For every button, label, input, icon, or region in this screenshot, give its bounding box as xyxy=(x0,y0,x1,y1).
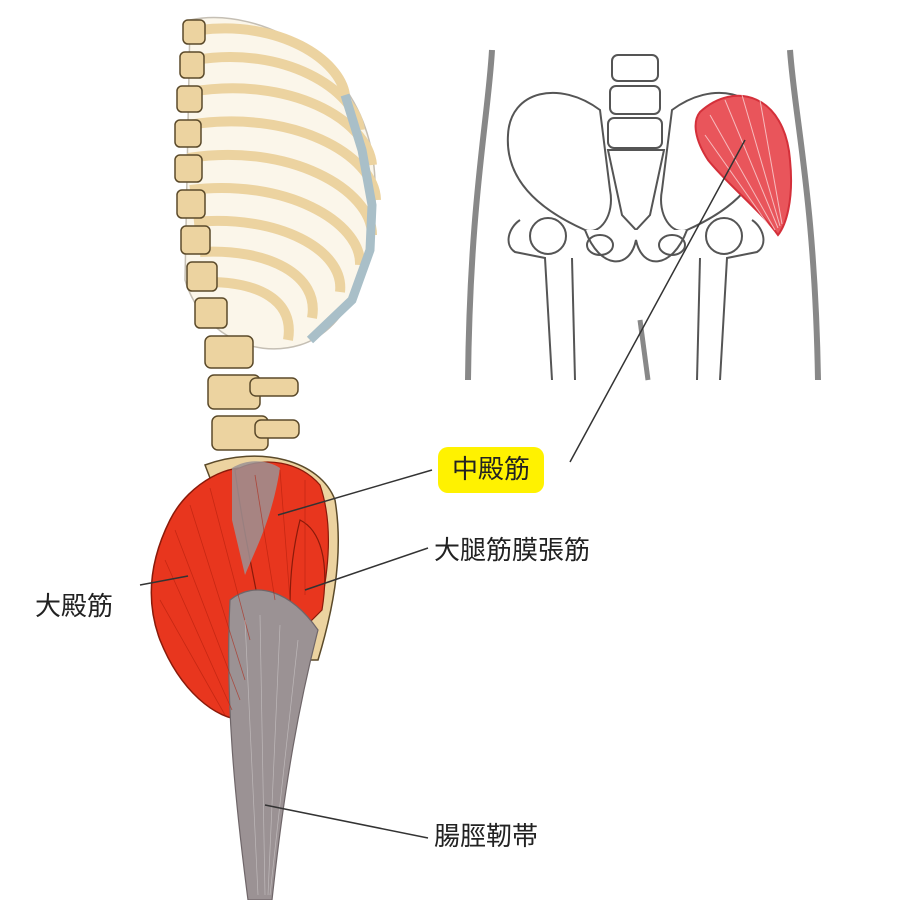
rib-cage xyxy=(184,16,381,350)
left-femur-inner xyxy=(571,257,576,381)
rib xyxy=(207,277,294,341)
vertebra xyxy=(174,154,203,183)
vertebra xyxy=(194,297,228,329)
iliotibial-tract-band xyxy=(228,589,319,900)
vertebra xyxy=(182,19,206,45)
label-gluteus-maximus: 大殿筋 xyxy=(35,592,114,622)
leader-line-iliotibial-tract xyxy=(264,804,429,839)
lumbar-vertebra xyxy=(609,85,661,115)
rib xyxy=(199,23,350,97)
vertebra xyxy=(176,85,203,113)
muscle-fibers xyxy=(159,469,306,716)
obturator-left xyxy=(586,234,614,256)
vertebra xyxy=(174,119,202,148)
transverse-process xyxy=(254,419,300,439)
rib xyxy=(189,83,377,166)
body-outline-left xyxy=(465,49,495,381)
left-femoral-head xyxy=(529,217,567,255)
vertebra xyxy=(186,261,218,292)
vertebra xyxy=(179,51,205,79)
sacrum xyxy=(606,149,666,232)
label-tensor-fasciae-latae: 大腿筋膜張筋 xyxy=(434,536,591,566)
leader-line-gluteus-maximus xyxy=(139,575,189,586)
leader-line-tensor-fasciae-latae xyxy=(304,547,429,591)
inset-gluteus-medius xyxy=(694,94,793,237)
body-outline-right xyxy=(787,49,821,381)
rib xyxy=(193,215,346,293)
right-femur xyxy=(719,219,765,381)
gluteal-aponeurosis xyxy=(232,461,280,575)
spine xyxy=(174,19,300,451)
left-ilium xyxy=(506,91,612,233)
pelvis-inset xyxy=(465,49,821,381)
right-femur-inner xyxy=(696,257,701,381)
leader-lines xyxy=(139,139,746,839)
tendon-fibers xyxy=(244,614,299,896)
obturator-right xyxy=(658,234,686,256)
costal-cartilage xyxy=(306,93,377,344)
label-gluteus-medius: 中殿筋 xyxy=(438,447,545,493)
lumbar-vertebra xyxy=(607,117,663,149)
transverse-process xyxy=(249,377,299,397)
vertebra xyxy=(176,189,206,219)
vertebra xyxy=(180,225,211,255)
left-femur xyxy=(507,219,553,381)
label-iliotibial-tract: 腸脛靭帯 xyxy=(434,822,539,852)
body-outline-crotch xyxy=(637,319,651,381)
lumbar-vertebra xyxy=(611,54,659,82)
rib xyxy=(189,183,366,266)
inset-muscle-fibers xyxy=(704,94,783,231)
leader-line-gluteus-medius xyxy=(277,469,433,516)
lumbar-vertebra xyxy=(204,335,254,369)
rib xyxy=(199,246,318,319)
hip-muscles xyxy=(150,455,340,900)
right-femoral-head xyxy=(705,217,743,255)
leader-line-gluteus-medius-inset xyxy=(569,139,746,463)
